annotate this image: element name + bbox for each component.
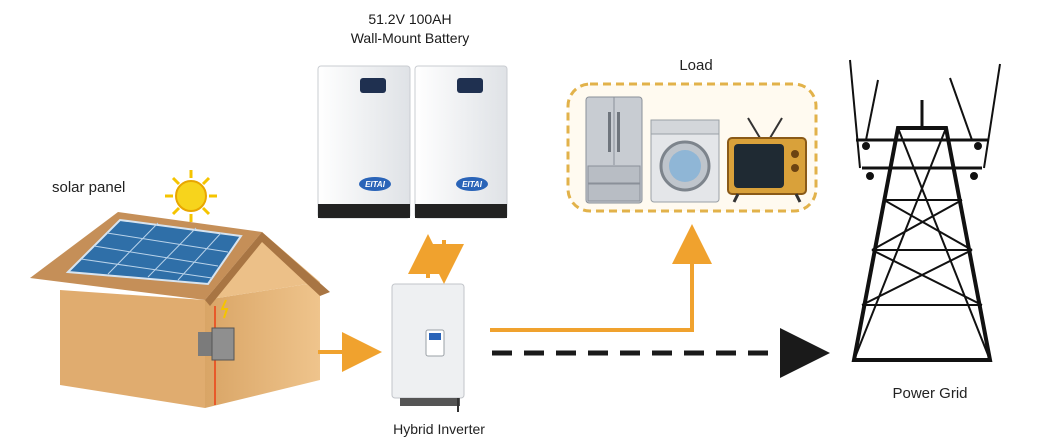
solar-panel-label: solar panel (52, 179, 126, 196)
solar-panel-array (65, 218, 243, 286)
load-label: Load (679, 57, 713, 74)
battery-spec-label: 51.2V 100AH (368, 11, 452, 27)
television-icon (727, 117, 807, 203)
battery-title: 51.2V 100AH Wall-Mount Battery (330, 10, 490, 48)
battery-type-label: Wall-Mount Battery (350, 30, 470, 46)
hybrid-inverter (391, 283, 465, 412)
sun-icon (165, 170, 217, 222)
inverter-to-load-arrow (490, 224, 712, 332)
battery-inverter-arrows (408, 234, 464, 284)
refrigerator-icon (585, 96, 643, 204)
battery-unit-left: EITAI (317, 65, 411, 219)
svg-text:EITAI: EITAI (462, 180, 483, 189)
washing-machine-icon (650, 119, 720, 203)
power-grid-tower-icon (849, 59, 1001, 362)
inverter-label: Hybrid Inverter (393, 421, 485, 437)
battery-unit-right: EITAI (414, 65, 508, 219)
svg-text:EITAI: EITAI (365, 180, 386, 189)
power-grid-label: Power Grid (892, 385, 968, 402)
